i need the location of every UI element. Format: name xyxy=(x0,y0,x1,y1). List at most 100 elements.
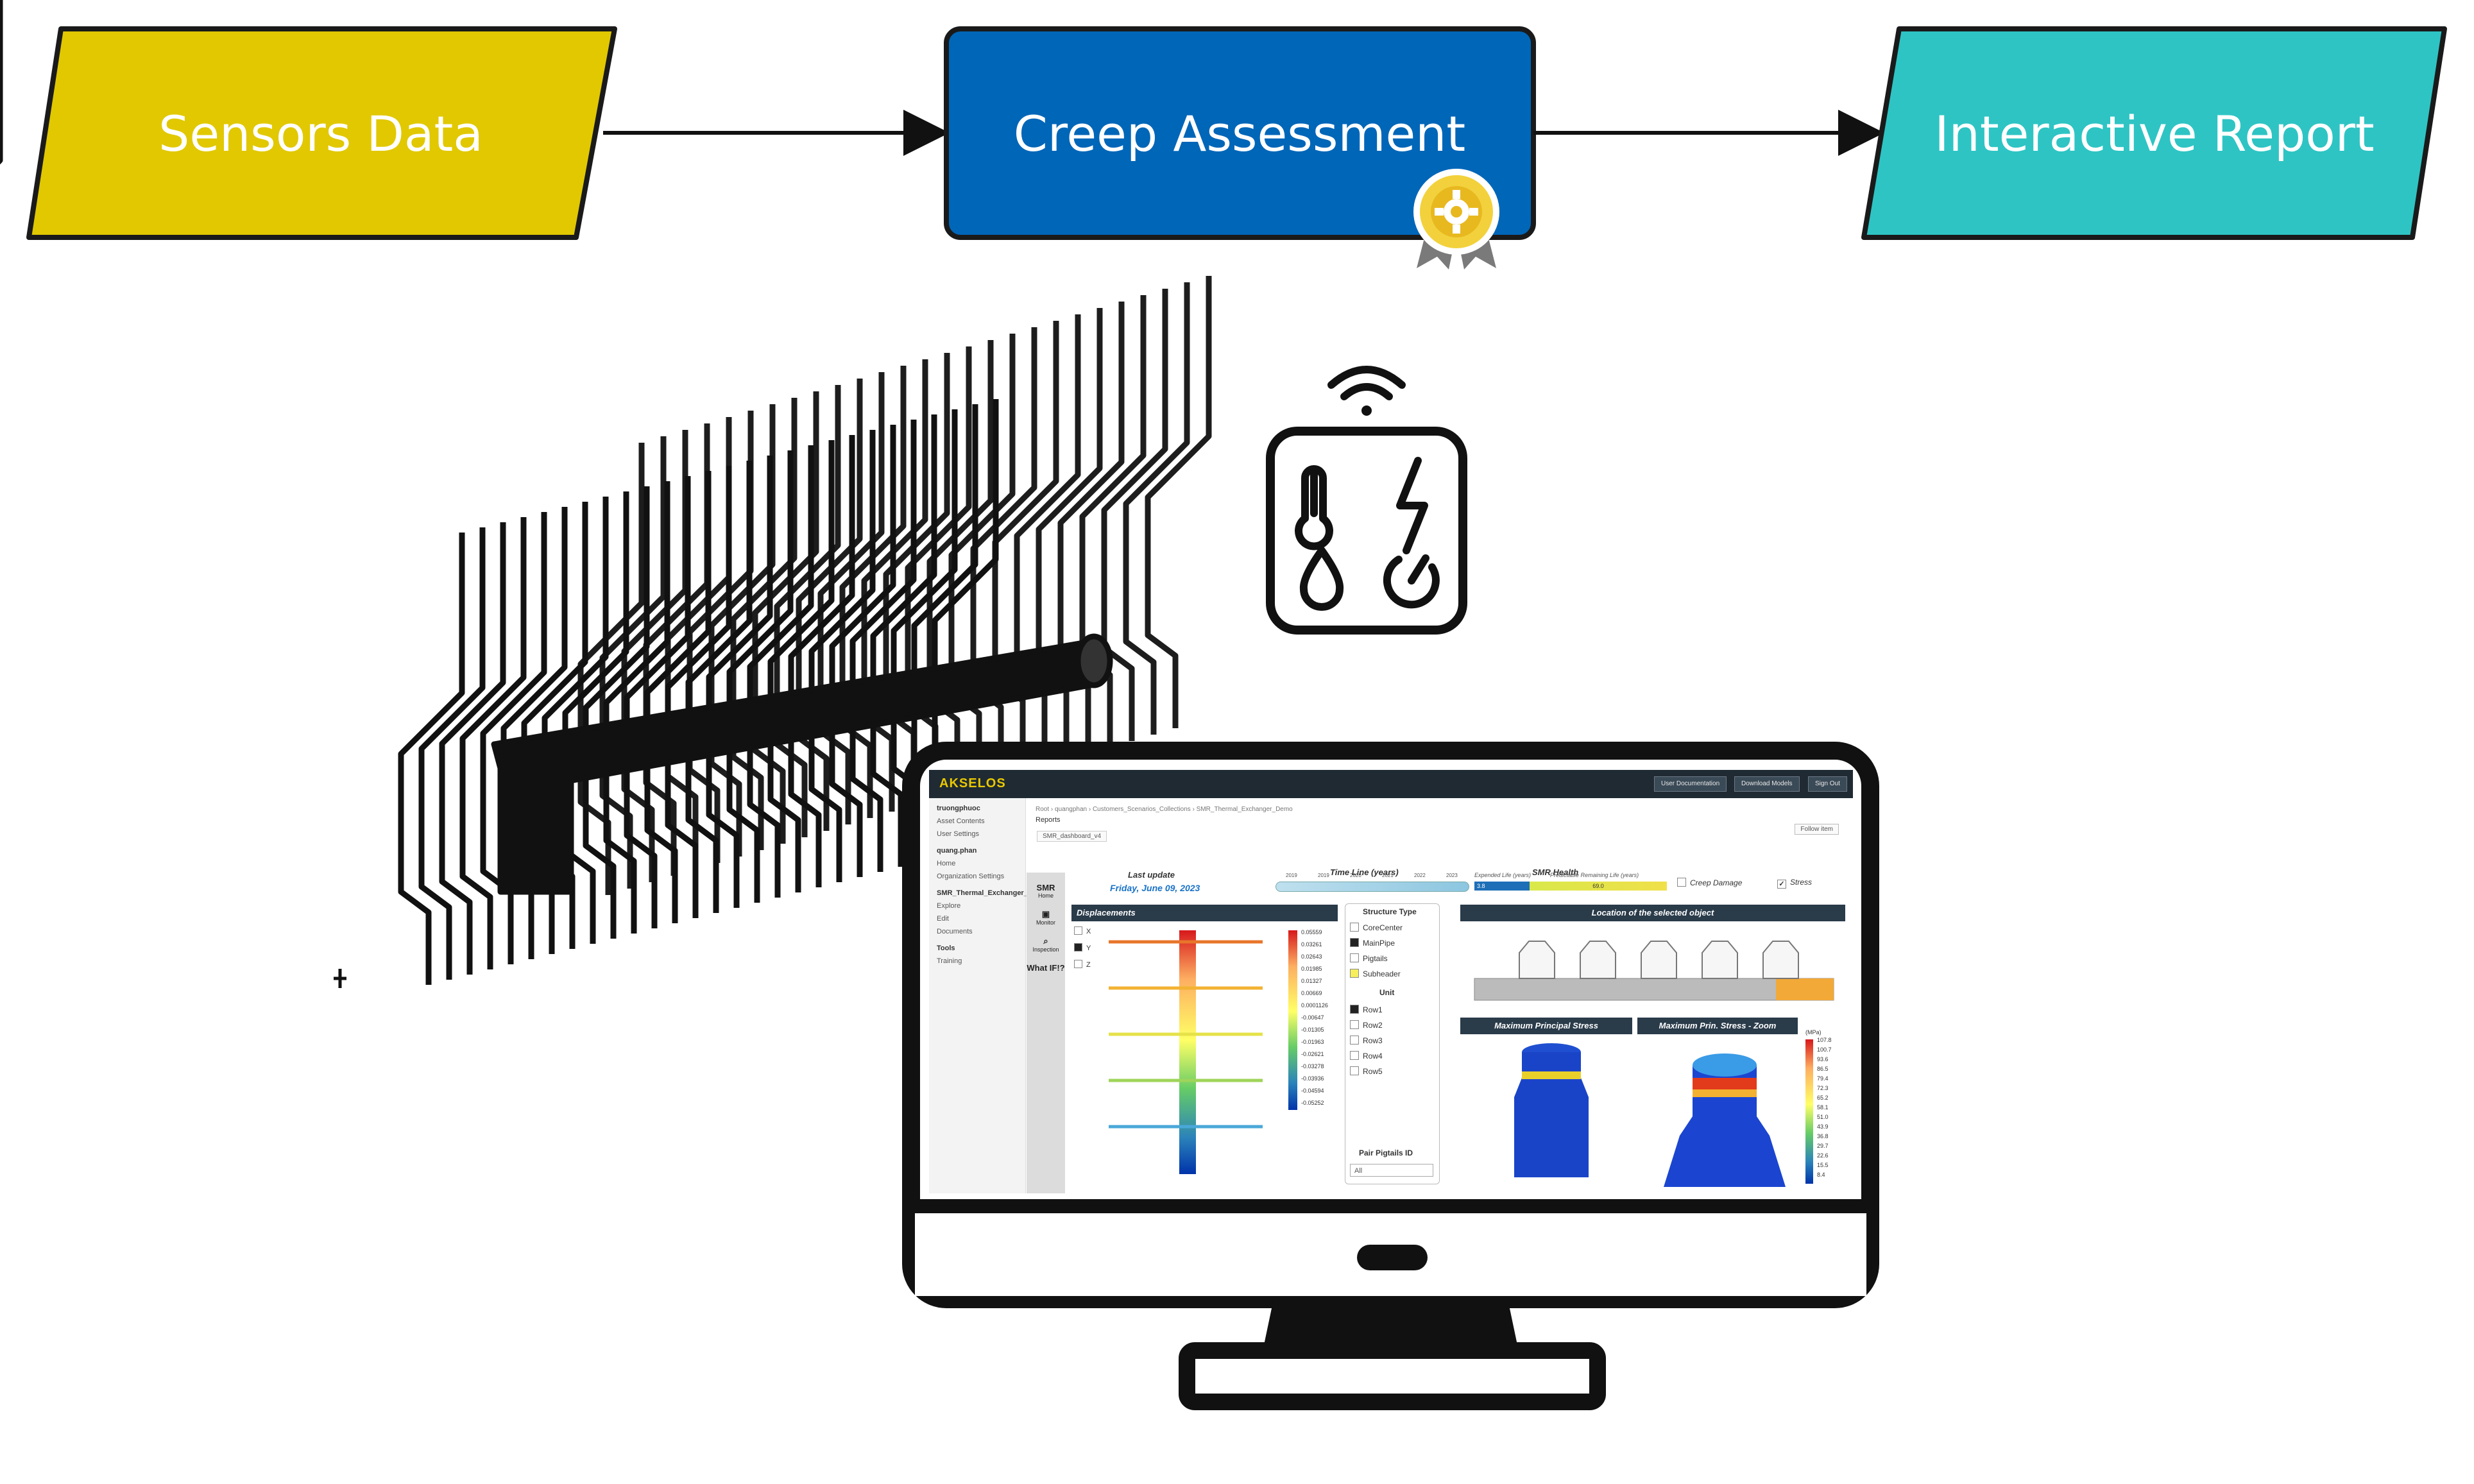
last-update-label: Last update xyxy=(1128,870,1175,880)
stress-colorbar-value: 86.5 xyxy=(1817,1066,1829,1072)
thermometer-icon xyxy=(1295,465,1333,550)
colorbar-value: -0.01963 xyxy=(1301,1039,1324,1045)
colorbar-value: -0.05252 xyxy=(1301,1100,1324,1106)
mainpipe-checkbox[interactable]: MainPipe xyxy=(1350,938,1395,948)
mpa-unit: (MPa) xyxy=(1805,1029,1821,1036)
row4-checkbox[interactable]: Row4 xyxy=(1350,1051,1383,1061)
page-title: Reports xyxy=(1036,816,1061,824)
last-update-value: Friday, June 09, 2023 xyxy=(1110,883,1200,893)
colorbar-value: -0.03278 xyxy=(1301,1063,1324,1070)
stress-colorbar-value: 79.4 xyxy=(1817,1075,1829,1082)
colorbar-value: 0.02643 xyxy=(1301,953,1322,960)
stress-colorbar-value: 8.4 xyxy=(1817,1172,1825,1178)
stress-checkbox[interactable]: ✓Stress xyxy=(1777,878,1812,889)
sidebar-item[interactable]: Explore xyxy=(937,902,961,910)
sidebar-user2[interactable]: quang.phan xyxy=(937,847,977,855)
follow-button[interactable]: Follow item xyxy=(1795,824,1839,835)
max-stress-view xyxy=(1514,1043,1589,1177)
sidebar-item[interactable]: Asset Contents xyxy=(937,817,985,825)
sidebar-item[interactable]: Home xyxy=(937,860,956,867)
sidebar: truongphuoc Asset Contents User Settings… xyxy=(929,798,1037,1193)
download-models-button[interactable]: Download Models xyxy=(1734,776,1800,792)
predictable-life-label: Predictable Remaining Life (years) xyxy=(1550,872,1639,878)
stress-colorbar-value: 107.8 xyxy=(1817,1037,1832,1043)
stress-colorbar-value: 36.8 xyxy=(1817,1133,1829,1139)
axis-y-checkbox[interactable]: Y xyxy=(1074,943,1091,952)
award-badge-icon xyxy=(1413,169,1499,269)
sidebar-item[interactable]: Edit xyxy=(937,915,949,923)
subheader-checkbox[interactable]: Subheader xyxy=(1350,969,1401,978)
displacement-plot xyxy=(1109,930,1263,1174)
stress-colorbar-value: 22.6 xyxy=(1817,1152,1829,1159)
heat-exchanger-model xyxy=(0,0,1209,988)
structure-type-label: Structure Type xyxy=(1363,907,1417,916)
stress-colorbar-value: 100.7 xyxy=(1817,1046,1832,1053)
colorbar-value: 0.05559 xyxy=(1301,929,1322,935)
expended-life-bar: 3.8 xyxy=(1474,882,1530,891)
akselos-logo: AKSELOS xyxy=(939,776,1006,790)
timeline-tick: 2020 xyxy=(1350,873,1361,878)
timeline-tick: 2023 xyxy=(1446,873,1458,878)
rail-inspection[interactable]: ⌕Inspection xyxy=(1032,936,1059,953)
stress-colorbar-value: 51.0 xyxy=(1817,1114,1829,1120)
row5-checkbox[interactable]: Row5 xyxy=(1350,1066,1383,1076)
sidebar-user1[interactable]: truongphuoc xyxy=(937,805,980,812)
sidebar-item[interactable]: Training xyxy=(937,957,962,965)
colorbar-value: 0.01327 xyxy=(1301,978,1322,984)
row3-checkbox[interactable]: Row3 xyxy=(1350,1036,1383,1045)
corecenter-checkbox[interactable]: CoreCenter xyxy=(1350,923,1403,932)
rail-what-if[interactable]: What IF!? xyxy=(1027,963,1065,973)
sidebar-item[interactable]: Organization Settings xyxy=(937,873,1005,880)
displacements-header: Displacements xyxy=(1071,905,1338,921)
stress-colorbar-value: 15.5 xyxy=(1817,1162,1829,1168)
lightning-icon xyxy=(1396,457,1428,554)
tab-dashboard[interactable]: SMR_dashboard_v4 xyxy=(1037,831,1107,842)
colorbar-value: 0.00669 xyxy=(1301,990,1322,996)
wifi-icon xyxy=(1327,366,1406,400)
row2-checkbox[interactable]: Row2 xyxy=(1350,1020,1383,1030)
smr-health-label: SMR Health xyxy=(1532,867,1579,877)
creep-assessment-node: Creep Assessment xyxy=(944,26,1536,240)
interactive-report-label: Interactive Report xyxy=(1934,105,2374,162)
stress-colorbar-value: 93.6 xyxy=(1817,1056,1829,1062)
creep-damage-checkbox[interactable]: Creep Damage xyxy=(1677,878,1742,887)
sign-out-button[interactable]: Sign Out xyxy=(1808,776,1847,792)
pair-pigtails-select[interactable]: All xyxy=(1350,1164,1433,1177)
dashboard-screen: AKSELOS User Documentation Download Mode… xyxy=(929,770,1853,1193)
breadcrumb[interactable]: Root › quangphan › Customers_Scenarios_C… xyxy=(1036,806,1293,813)
colorbar-value: -0.03936 xyxy=(1301,1075,1324,1082)
sensors-data-label: Sensors Data xyxy=(158,105,483,162)
colorbar-value: -0.00647 xyxy=(1301,1014,1324,1021)
colorbar-value: 0.01985 xyxy=(1301,966,1322,972)
axis-z-checkbox[interactable]: Z xyxy=(1074,960,1091,969)
predictable-life-bar: 69.0 xyxy=(1530,882,1667,891)
timeline-tick: 2019 xyxy=(1318,873,1329,878)
droplet-icon xyxy=(1299,547,1344,611)
sidebar-item[interactable]: User Settings xyxy=(937,830,980,838)
stress-colorbar-value: 65.2 xyxy=(1817,1095,1829,1101)
sidebar-item[interactable]: Documents xyxy=(937,928,973,935)
rail-monitor[interactable]: ▣Monitor xyxy=(1036,909,1055,926)
creep-assessment-label: Creep Assessment xyxy=(1014,105,1465,162)
location-header: Location of the selected object xyxy=(1460,905,1845,921)
stress-colorbar-value: 43.9 xyxy=(1817,1123,1829,1130)
row1-checkbox[interactable]: Row1 xyxy=(1350,1005,1383,1014)
stress-colorbar-value: 72.3 xyxy=(1817,1085,1829,1091)
expended-life-label: Expended Life (years) xyxy=(1474,872,1531,878)
colorbar-value: -0.02621 xyxy=(1301,1051,1324,1057)
unit-label: Unit xyxy=(1379,988,1395,997)
sidebar-tools[interactable]: Tools xyxy=(937,944,955,952)
user-documentation-button[interactable]: User Documentation xyxy=(1654,776,1727,792)
timeline-label: Time Line (years) xyxy=(1330,867,1399,877)
axis-x-checkbox[interactable]: X xyxy=(1074,926,1091,935)
sidebar-model[interactable]: SMR_Thermal_Exchanger_De xyxy=(937,889,1037,897)
timeline-slider[interactable] xyxy=(1275,882,1469,892)
pigtails-checkbox[interactable]: Pigtails xyxy=(1350,953,1388,963)
stress-colorbar-value: 58.1 xyxy=(1817,1104,1829,1111)
colorbar-value: -0.01305 xyxy=(1301,1027,1324,1033)
max-stress-zoom-header: Maximum Prin. Stress - Zoom xyxy=(1637,1018,1798,1034)
max-stress-zoom-view xyxy=(1664,1053,1786,1187)
dashboard-topbar: AKSELOS User Documentation Download Mode… xyxy=(929,770,1853,798)
